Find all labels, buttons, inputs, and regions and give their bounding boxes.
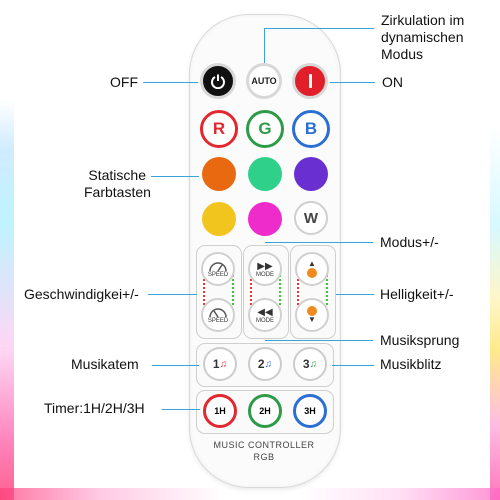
label-on: ON bbox=[382, 74, 403, 90]
timer-3h-label: 3H bbox=[304, 406, 316, 416]
white-label: W bbox=[303, 209, 319, 227]
auto-pointer-v bbox=[264, 28, 265, 63]
bright-dots-right bbox=[326, 275, 330, 305]
chevron-down-icon: ▼ bbox=[308, 315, 316, 324]
off-pointer bbox=[143, 82, 198, 83]
speed-down-label: SPEED bbox=[207, 318, 229, 324]
yellow-button[interactable] bbox=[202, 202, 236, 236]
auto-pointer-h bbox=[264, 28, 374, 29]
mode-down-label: MODE bbox=[256, 317, 274, 324]
brightness-down-button[interactable]: ▼ bbox=[295, 298, 329, 332]
speed-up-label: SPEED bbox=[207, 272, 229, 278]
brand-line-1: MUSIC CONTROLLER bbox=[213, 440, 315, 450]
breath-pointer bbox=[152, 365, 199, 366]
music-1-label: 1 bbox=[212, 357, 220, 371]
timer-3h-button[interactable]: 3H bbox=[293, 394, 327, 428]
brand-line-2: RGB bbox=[253, 452, 275, 462]
blue-label: B bbox=[304, 119, 318, 138]
brightness-up-button[interactable]: ▲ bbox=[295, 252, 329, 286]
label-musiksprung: Musiksprung bbox=[380, 332, 460, 348]
power-off-button[interactable] bbox=[200, 63, 236, 99]
music-3-label: 3 bbox=[302, 357, 310, 371]
white-button[interactable]: W bbox=[294, 201, 328, 235]
label-musikatem: Musikatem bbox=[71, 356, 139, 372]
timer-2h-button[interactable]: 2H bbox=[248, 394, 282, 428]
red-label: R bbox=[212, 119, 226, 138]
bright-pointer bbox=[336, 294, 374, 295]
green-label: G bbox=[258, 119, 272, 138]
label-helligkeit: Helligkeit+/- bbox=[380, 286, 454, 302]
power-icon bbox=[211, 74, 225, 89]
timer-pointer bbox=[162, 409, 200, 410]
label-musikblitz: Musikblitz bbox=[380, 356, 442, 372]
static-pointer bbox=[151, 176, 199, 177]
music-note-icon: ♫ bbox=[264, 358, 273, 370]
label-timer: Timer:1H/2H/3H bbox=[44, 400, 145, 416]
music-2-label: 2 bbox=[257, 357, 265, 371]
music-3-button[interactable]: 3 ♫ bbox=[293, 347, 327, 381]
speedometer-icon bbox=[209, 308, 227, 318]
label-modus: Modus+/- bbox=[380, 234, 439, 250]
rewind-icon: ◀◀ bbox=[257, 306, 273, 318]
on-pointer bbox=[330, 82, 375, 83]
timer-2h-label: 2H bbox=[259, 406, 271, 416]
orange-button[interactable] bbox=[202, 157, 236, 191]
music-2-button[interactable]: 2 ♫ bbox=[248, 347, 282, 381]
speed-pointer bbox=[148, 294, 197, 295]
mode-down-button[interactable]: ◀◀ MODE bbox=[248, 298, 282, 332]
auto-button[interactable]: AUTO bbox=[246, 63, 282, 99]
mode-dots-right bbox=[279, 275, 283, 305]
flash-pointer bbox=[332, 365, 374, 366]
label-off: OFF bbox=[110, 74, 138, 90]
rgb-glow-bottom bbox=[0, 488, 500, 500]
music-note-icon: ♫ bbox=[309, 358, 318, 370]
sun-icon bbox=[307, 306, 317, 316]
sun-icon bbox=[307, 268, 317, 278]
label-statische: Statische Farbtasten bbox=[84, 167, 151, 200]
jump-pointer bbox=[265, 340, 373, 341]
on-bar-icon bbox=[308, 74, 312, 88]
label-geschwindigkeit: Geschwindigkei+/- bbox=[24, 286, 139, 302]
fast-forward-icon: ▶▶ bbox=[257, 260, 273, 272]
magenta-button[interactable] bbox=[248, 202, 282, 236]
speed-dots-left bbox=[203, 275, 207, 305]
mint-button[interactable] bbox=[248, 157, 282, 191]
auto-label: AUTO bbox=[251, 76, 277, 86]
chevron-up-icon: ▲ bbox=[308, 259, 316, 268]
mode-dots-left bbox=[250, 275, 254, 305]
green-button[interactable]: G bbox=[246, 110, 284, 148]
rgb-glow-left bbox=[0, 0, 14, 500]
timer-1h-button[interactable]: 1H bbox=[203, 394, 237, 428]
speed-dots-right bbox=[232, 275, 236, 305]
timer-1h-label: 1H bbox=[214, 406, 226, 416]
mode-up-button[interactable]: ▶▶ MODE bbox=[248, 252, 282, 286]
mode-up-label: MODE bbox=[256, 271, 274, 278]
speed-down-button[interactable]: SPEED bbox=[201, 298, 235, 332]
speed-up-button[interactable]: SPEED bbox=[201, 252, 235, 286]
music-note-icon: ♫ bbox=[219, 358, 228, 370]
blue-button[interactable]: B bbox=[292, 110, 330, 148]
power-on-button[interactable] bbox=[292, 63, 328, 99]
rgb-glow-right bbox=[490, 0, 500, 500]
purple-button[interactable] bbox=[294, 157, 328, 191]
label-zirkulation: Zirkulation im dynamischen Modus bbox=[381, 12, 465, 62]
speedometer-icon bbox=[209, 262, 227, 272]
music-1-button[interactable]: 1 ♫ bbox=[203, 347, 237, 381]
red-button[interactable]: R bbox=[200, 110, 238, 148]
mode-pointer bbox=[265, 242, 373, 243]
bright-dots-left bbox=[297, 275, 301, 305]
